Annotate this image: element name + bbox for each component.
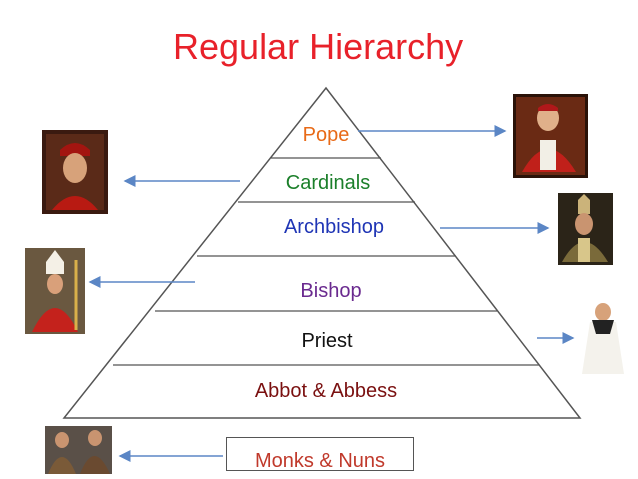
level-cardinals: Cardinals (286, 172, 370, 195)
level-label: Abbot & Abbess (254, 380, 398, 402)
level-bishop: Bishop (300, 280, 361, 303)
pyramid-outline (62, 86, 582, 419)
bishop-portrait (25, 248, 85, 334)
level-label: Priest (301, 330, 353, 352)
pope-portrait (513, 94, 588, 178)
monks-portrait (45, 426, 112, 474)
level-label: Archbishop (283, 216, 385, 238)
level-archbishop: Archbishop (284, 216, 384, 239)
level-pope: Pope (303, 124, 350, 147)
level-label: Cardinals (285, 172, 371, 194)
level-label: Monks & Nuns (254, 450, 386, 472)
diagram-title: Regular Hierarchy (173, 26, 464, 67)
level-priest: Priest (301, 330, 352, 353)
priest-portrait (582, 303, 624, 374)
level-label: Pope (302, 124, 350, 146)
level-abbot-abbess: Abbot & Abbess (255, 380, 397, 403)
monks-nuns-box (226, 437, 414, 471)
level-label: Bishop (300, 280, 362, 302)
cardinal-portrait (42, 130, 108, 214)
level-monks-nuns: Monks & Nuns (255, 450, 385, 473)
archbishop-portrait (558, 193, 613, 265)
